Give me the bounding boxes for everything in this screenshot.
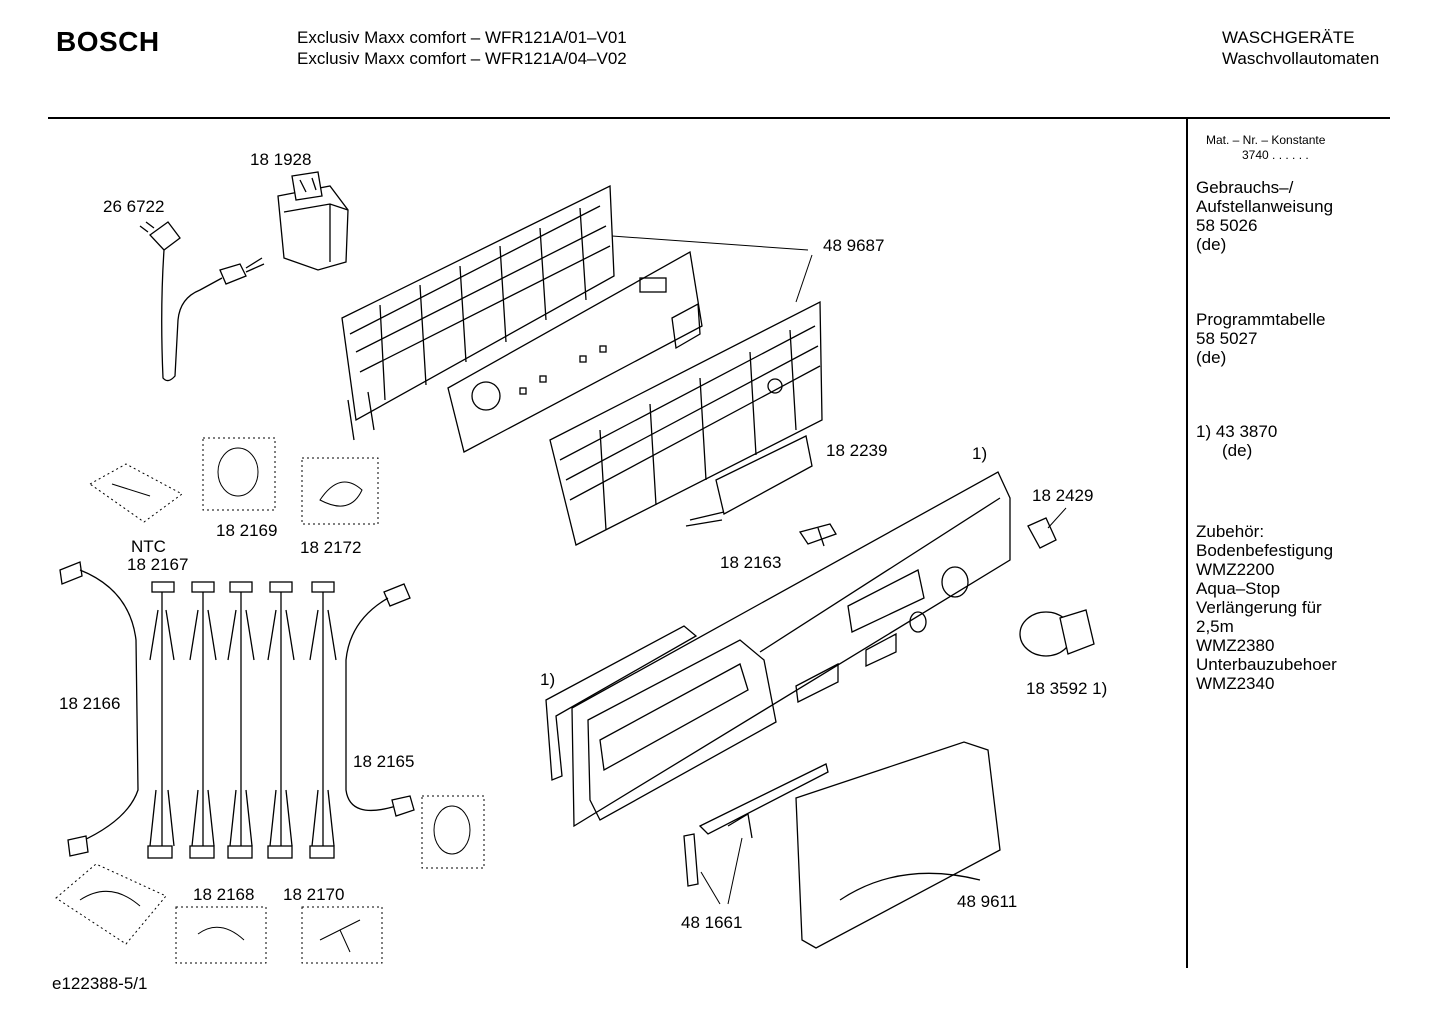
part-label-182169: 18 2169: [216, 521, 278, 540]
sketch-details: [79, 447, 471, 953]
part-label-182170: 18 2170: [283, 885, 345, 904]
document-id: e122388-5/1: [52, 974, 148, 993]
part-label-481661: 48 1661: [681, 913, 743, 932]
accessory-line: Verlängerung für: [1196, 598, 1322, 617]
part-label-182172: 18 2172: [300, 538, 362, 557]
model-line-1: Exclusiv Maxx comfort – WFR121A/01–V01: [297, 28, 627, 47]
accessory-line: 2,5m: [1196, 617, 1234, 636]
category-line-2: Waschvollautomaten: [1222, 49, 1380, 68]
fascia-panel: [571, 471, 1011, 828]
sidebar-divider: [1186, 118, 1188, 968]
part-label-182166: 18 2166: [59, 694, 121, 713]
brand-logo: BOSCH: [56, 26, 160, 57]
model-list: Exclusiv Maxx comfort – WFR121A/01–V01 E…: [297, 27, 627, 69]
part-label-182239: 18 2239: [826, 441, 888, 460]
program-line: Programmtabelle: [1196, 310, 1326, 329]
footnote-marker-top: 1): [972, 444, 988, 463]
part-label-183592: 18 3592 1): [1026, 679, 1108, 698]
accessory-line: WMZ2200: [1196, 560, 1275, 579]
part-label-182165: 18 2165: [353, 752, 415, 771]
footnote-marker-left: 1): [540, 670, 556, 689]
suppressor-capacitor: [277, 171, 349, 271]
accessory-line: Unterbauzubehoer: [1196, 655, 1337, 674]
small-button: [1027, 517, 1057, 549]
model-line-2: Exclusiv Maxx comfort – WFR121A/04–V02: [297, 49, 627, 68]
control-board: [447, 250, 703, 453]
display-module: [685, 435, 813, 527]
control-module-frame-lower: [549, 300, 823, 546]
program-knob: [1019, 609, 1095, 657]
mat-value: 3740 . . . . . .: [1242, 148, 1309, 162]
note-line: 1) 43 3870: [1196, 422, 1278, 441]
reference-sketches: [55, 437, 485, 964]
manual-line: 58 5026: [1196, 216, 1258, 235]
category: WASCHGERÄTE Waschvollautomaten: [1222, 27, 1379, 69]
program-line: 58 5027: [1196, 329, 1258, 348]
note-line: (de): [1222, 441, 1253, 460]
material-number-block: Mat. – Nr. – Konstante 3740 . . . . . .: [1206, 133, 1325, 163]
exploded-diagram: [55, 171, 1095, 964]
program-line: (de): [1196, 348, 1227, 367]
accessories-block: Zubehör: Bodenbefestigung WMZ2200 Aqua–S…: [1196, 522, 1337, 693]
control-module-frame-upper: [341, 184, 615, 441]
manual-line: (de): [1196, 235, 1227, 254]
mat-title: Mat. – Nr. – Konstante: [1206, 133, 1326, 147]
manual-line: Gebrauchs–/: [1196, 178, 1294, 197]
accessory-line: Aqua–Stop: [1196, 579, 1281, 598]
ntc-label: NTC: [131, 537, 166, 556]
part-label-182168: 18 2168: [193, 885, 255, 904]
manual-block: Gebrauchs–/ Aufstellanweisung 58 5026 (d…: [1196, 178, 1333, 254]
service-door: [795, 741, 1001, 949]
category-line-1: WASCHGERÄTE: [1222, 28, 1355, 47]
part-label-489611: 48 9611: [957, 892, 1018, 911]
part-label-182167: 18 2167: [127, 555, 189, 574]
power-cord: [139, 221, 265, 382]
accessory-line: WMZ2340: [1196, 674, 1275, 693]
header-divider: [48, 117, 1390, 119]
clip-part: [798, 523, 837, 547]
note-block: 1) 43 3870 (de): [1196, 422, 1277, 460]
part-label-182429: 18 2429: [1032, 486, 1094, 505]
drawer-gasket: [545, 625, 698, 781]
accessory-line: Bodenbefestigung: [1196, 541, 1334, 560]
part-label-489687: 48 9687: [823, 236, 885, 255]
accessory-line: WMZ2380: [1196, 636, 1275, 655]
manual-line: Aufstellanweisung: [1196, 197, 1334, 216]
accessory-line: Zubehör:: [1196, 522, 1265, 541]
wire-harnesses: [59, 561, 415, 859]
leader-lines: [611, 235, 1067, 905]
part-label-266722: 26 6722: [103, 197, 165, 216]
part-label-181928: 18 1928: [250, 150, 312, 169]
door-hinge: [683, 763, 829, 887]
part-label-182163: 18 2163: [720, 553, 782, 572]
program-table-block: Programmtabelle 58 5027 (de): [1196, 310, 1325, 367]
